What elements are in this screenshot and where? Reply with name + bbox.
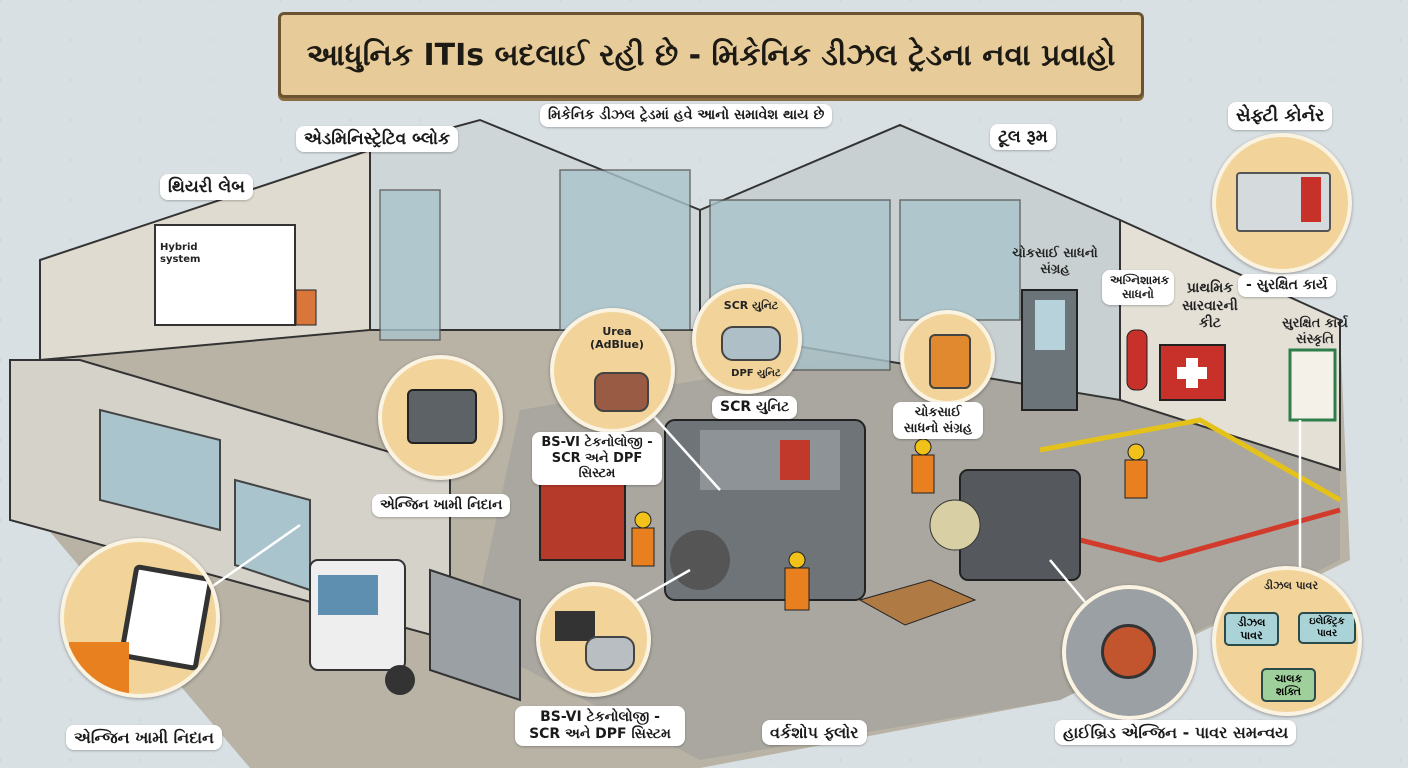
admin-block-label: એડમિનિસ્ટ્રેટિવ બ્લોક <box>296 126 459 153</box>
scr-unit-callout-label: SCR યુનિટ <box>723 299 779 312</box>
hybrid-system-screen-text: Hybrid system <box>160 242 201 265</box>
workshop-floor-label: વર્કશોપ ફ્લોર <box>762 720 867 746</box>
diagram-top-text: ડીઝલ પાવર <box>1263 579 1319 592</box>
diesel-engine-icon <box>664 419 866 601</box>
garage-door <box>429 568 521 702</box>
safe-culture-label: સુરક્ષિત કાર્ય સંસ્કૃતિ <box>1282 316 1348 348</box>
door-window <box>1035 300 1065 350</box>
workers <box>295 289 1148 611</box>
tool-cart <box>539 479 626 561</box>
precision-tools-label: ચોકસાઈ સાધનો સંગ્રહ <box>893 402 983 440</box>
scr-canister-icon <box>721 326 781 361</box>
extinguisher-pair-icon <box>1301 177 1321 222</box>
safety-poster <box>1288 348 1337 422</box>
technician-vest <box>69 642 129 694</box>
tablet-icon <box>118 563 214 672</box>
hybrid-label: હાઈબ્રિડ એન્જિન - પાવર સમન્વય <box>1055 720 1297 746</box>
bs6-label-top: BS-VI ટેકનોલોજી - SCR અને DPF સિસ્ટમ <box>532 432 662 485</box>
diagram-diesel-box: ડીઝલ પાવર <box>1224 612 1279 647</box>
tool-room-label: ટૂલ રૂમ <box>990 124 1056 151</box>
multimeter-callout <box>900 310 995 405</box>
filter-canister-icon <box>585 636 635 671</box>
first-aid-case-callout <box>1212 133 1352 273</box>
diagram-electric-box: ઇલેક્ટ્રિક પાવર <box>1298 612 1356 644</box>
hard-hats <box>634 438 1145 569</box>
page-title: આધુનિક ITIs બદલાઈ રહી છે - મિકેનિક ડીઝલ … <box>306 37 1116 73</box>
first-aid-label: પ્રાથમિક સારવારની કીટ <box>1182 280 1238 331</box>
scr-unit-label: SCR યુનિટ <box>712 396 798 419</box>
multimeter-icon <box>929 334 971 389</box>
hybrid-power-diagram: ડીઝલ પાવર ડીઝલ પાવર ઇલેક્ટ્રિક પાવર ચાલક… <box>1212 566 1362 716</box>
theory-lab-label: થિયરી લેબ <box>160 174 253 201</box>
projector-screen <box>154 224 296 326</box>
engine-callout <box>378 355 503 480</box>
hybrid-engine-callout <box>1062 585 1197 720</box>
dpf-callout: Urea (AdBlue) <box>550 308 675 433</box>
urea-label: Urea (AdBlue) <box>590 325 644 351</box>
diagram-output-box: ચાલક શક્તિ <box>1261 668 1316 703</box>
scr-callout: SCR યુનિટ DPF યુનિટ <box>692 284 802 394</box>
front-windows <box>99 408 311 592</box>
safe-work-label: - સુરક્ષિત કાર્ય <box>1238 274 1336 297</box>
engine-block-icon <box>407 389 477 444</box>
hybrid-engine-icon <box>929 469 1081 581</box>
electric-motor-icon <box>1101 624 1156 679</box>
fire-extinguisher-label: અગ્નિશામક સાધનો <box>1102 270 1174 305</box>
first-aid-kit-icon <box>1159 344 1226 401</box>
fire-extinguisher-icon <box>1126 329 1148 391</box>
yellow-floor-line <box>1039 417 1342 503</box>
tablet-diagnosis-callout <box>60 538 220 698</box>
battery-icon <box>555 611 595 641</box>
bs6-label-bottom: BS-VI ટેકનોલોજી - SCR અને DPF સિસ્ટમ <box>515 706 685 746</box>
engine-diag-label-top: એન્જિન ખામી નિદાન <box>372 494 511 517</box>
dpf-unit-callout-label: DPF યુનિટ <box>731 368 781 379</box>
safety-corner-label: સેફ્ટી કોર્નર <box>1228 102 1333 130</box>
precision-tools-wall-text: ચોકસાઈ સાધનો સંગ્રહ <box>1012 246 1098 278</box>
includes-label: મિકેનિક ડીઝલ ટ્રેડમાં હવે આનો સમાવેશ થાય… <box>540 104 833 127</box>
engine-diag-label-bottom: એન્જિન ખામી નિદાન <box>66 725 222 751</box>
truck-icon <box>309 559 415 695</box>
battery-dpf-callout <box>536 582 651 697</box>
dpf-canister-icon <box>594 372 649 412</box>
title-banner: આધુનિક ITIs બદલાઈ રહી છે - મિકેનિક ડીઝલ … <box>278 12 1144 98</box>
work-bench <box>858 579 977 626</box>
